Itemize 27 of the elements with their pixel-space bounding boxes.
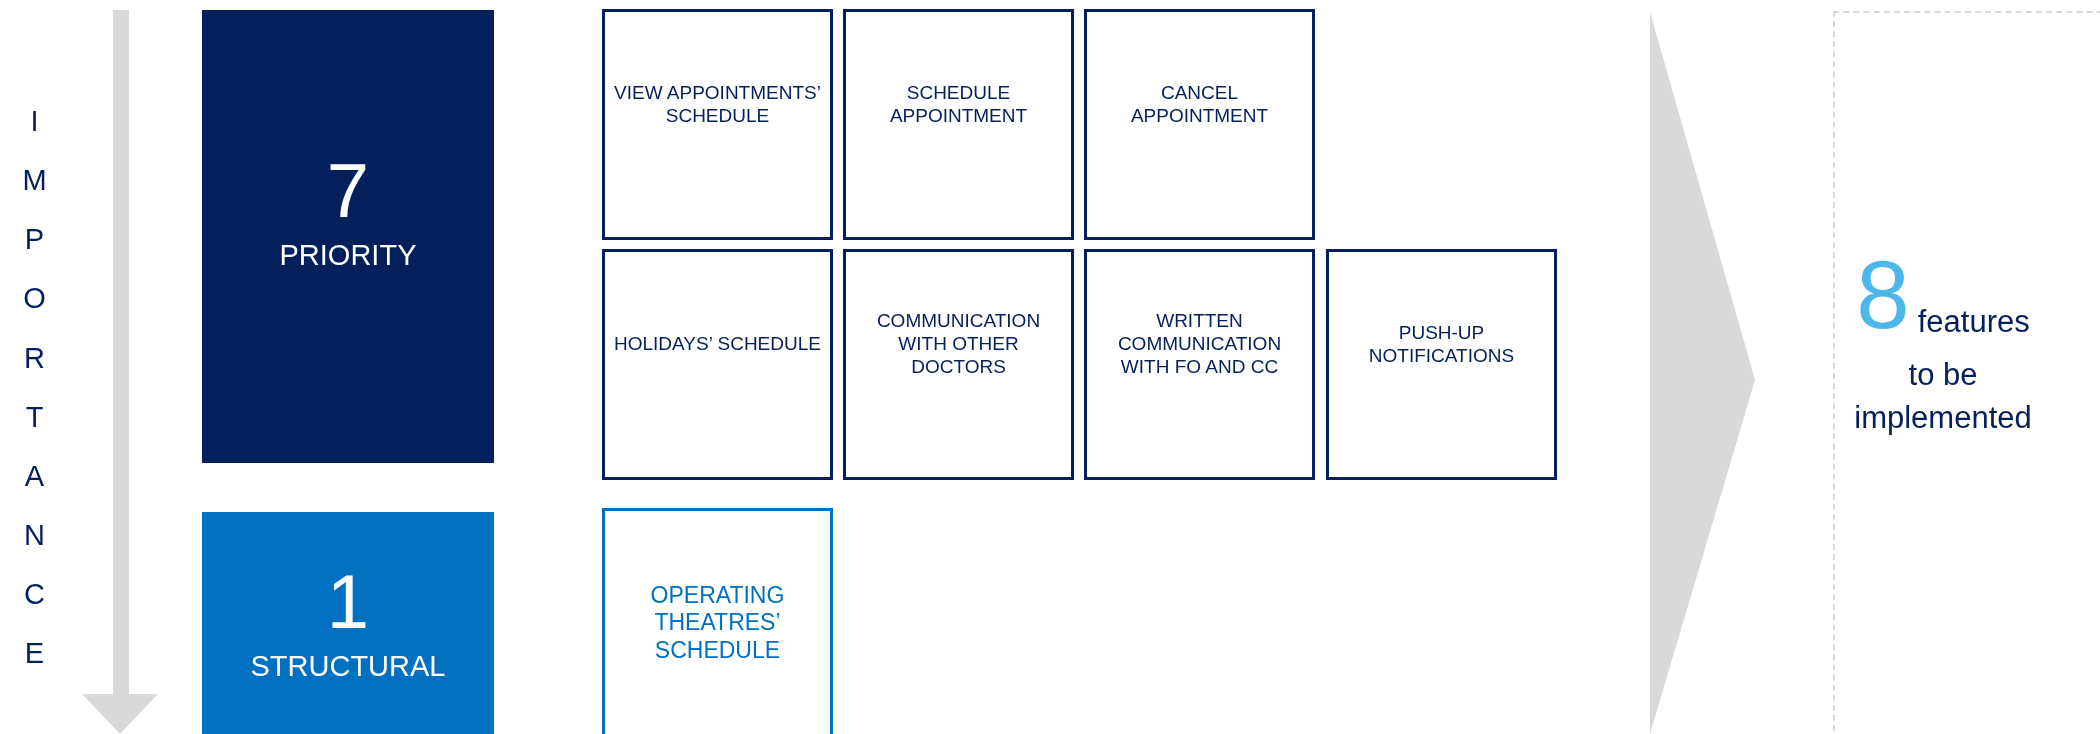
feature-box	[843, 9, 1074, 240]
feature-count: 8	[1856, 252, 1910, 339]
result-box	[1833, 11, 2100, 734]
feature-box	[843, 249, 1074, 480]
category-name: PRIORITY	[279, 241, 417, 270]
count-unit: features	[1917, 305, 2030, 337]
feature-text: HOLIDAYS’ SCHEDULE	[614, 333, 821, 356]
category-count: 1	[326, 564, 370, 640]
feature-box	[1084, 249, 1315, 480]
feature-box	[602, 9, 833, 240]
feature-text: PUSH-UP NOTIFICATIONS	[1367, 321, 1516, 368]
feature-text: CANCEL APPOINTMENT	[1129, 81, 1270, 128]
result-caption: to be implemented	[1853, 355, 2033, 438]
category-name: STRUCTURAL	[250, 652, 446, 681]
category-count: 7	[326, 153, 370, 229]
feature-box	[1084, 9, 1315, 240]
category-box	[202, 512, 494, 734]
feature-box	[1326, 249, 1557, 480]
feature-text: OPERATING THEATRES’ SCHEDULE	[649, 581, 786, 665]
feature-text: WRITTEN COMMUNICATION WITH FO AND CC	[1116, 310, 1283, 379]
axis-label: IMPORTANCE	[21, 104, 48, 672]
category-box	[202, 10, 494, 463]
feature-box	[602, 249, 833, 480]
feature-box	[602, 508, 833, 734]
feature-text: COMMUNICATION WITH OTHER DOCTORS	[875, 310, 1042, 379]
feature-text: VIEW APPOINTMENTS’ SCHEDULE	[613, 81, 822, 128]
feature-text: SCHEDULE APPOINTMENT	[888, 81, 1029, 128]
